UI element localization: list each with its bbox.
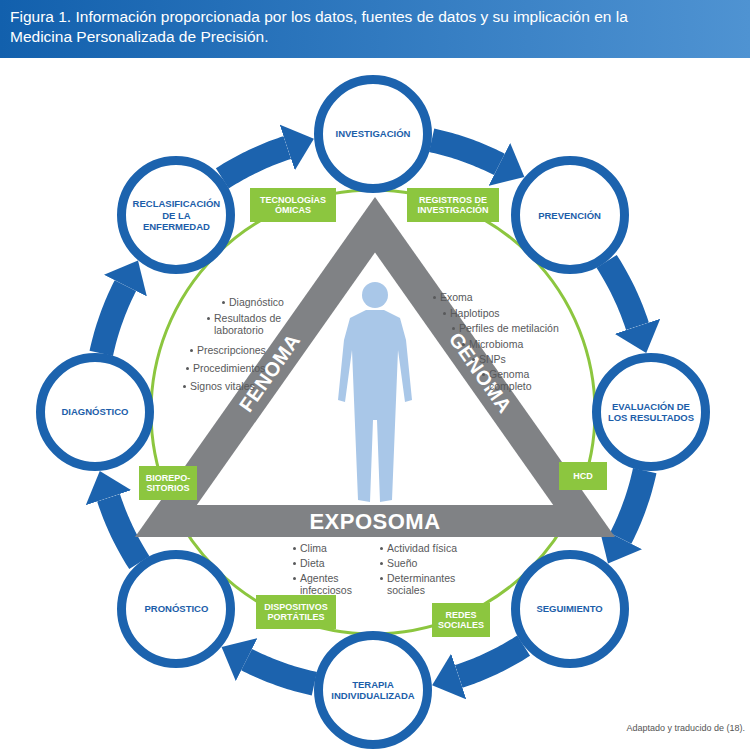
axis-label: EXPOSOMA [309,509,440,535]
source-box: BIOREPO- SITORIOS [139,466,197,500]
stage-circle: TERAPIA INDIVIDUALIZADA [314,631,432,749]
stage-circle: PREVENCIÓN [511,156,629,274]
stage-circle: PRONÓSTICO [117,550,235,668]
bullet-dot [443,312,446,315]
cycle-arrow [432,140,500,164]
stage-circle: DIAGNÓSTICO [36,353,154,471]
list-item: Genoma completo [489,368,549,392]
cycle-arrow [621,471,645,539]
node-text: PRONÓSTICO [144,603,208,615]
list-item: Haplotipos [450,307,500,319]
list-item: Diagnóstico [229,296,284,308]
bullet-dot [380,577,383,580]
bullet-dot [293,547,296,550]
node-text: INVESTIGACIÓN [336,128,411,140]
list-item: Sueño [387,557,417,569]
cycle-arrow [109,498,140,563]
bullet-dot [183,385,186,388]
bullet-dot [293,577,296,580]
bullet-dot [190,349,193,352]
bullet-dot [186,367,189,370]
node-text: BIOREPO- SITORIOS [141,473,195,494]
list-item: Agentes infecciosos [300,572,366,596]
node-text: DIAGNÓSTICO [61,406,128,418]
triangle-band [135,197,615,537]
node-text: HCD [573,471,593,482]
bullet-dot [452,327,455,330]
source-note: Adaptado y traducido de (18). [560,722,745,734]
node-text: TECNOLOGÍAS ÓMICAS [252,195,334,216]
stage-circle: SEGUIMIENTO [511,550,629,668]
bullet-dot [472,358,475,361]
bullet-dot [207,317,210,320]
stage-circle: EVALUACIÓN DE LOS RESULTADOS [592,353,710,471]
bullet-dot [380,547,383,550]
bullet-dot [222,301,225,304]
list-item: SNPs [479,353,506,365]
cycle-arrow [101,286,125,354]
list-item: Determinantes sociales [387,572,465,596]
list-item: Actividad física [387,542,457,554]
list-item: Exoma [440,291,473,303]
stage-circle: RECLASIFICACIÓN DE LA ENFERMEDAD [117,156,235,274]
bullet-dot [482,373,485,376]
list-item: Resultados de laboratorio [214,312,286,336]
cycle-arrow [459,646,524,677]
list-item: Procedimientos [193,362,265,374]
list-item: Clima [300,542,327,554]
list-item: Dieta [300,557,325,569]
source-box: REDES SOCIALES [432,603,490,637]
figure-title: Figura 1. Información proporcionada por … [0,0,750,58]
triangle-inner [197,253,553,506]
node-text: EVALUACIÓN DE LOS RESULTADOS [606,401,696,424]
source-box: DISPOSITIVOS PORTÁTILES [256,595,336,629]
source-box: HCD [559,462,607,490]
list-item: Signos vitales [190,380,255,392]
bullet-dot [380,562,383,565]
source-box: REGISTROS DE INVESTIGACIÓN [407,188,499,222]
node-text: REDES SOCIALES [434,610,488,631]
node-text: PREVENCIÓN [538,210,601,222]
cycle-arrow [247,660,315,684]
node-text: TERAPIA INDIVIDUALIZADA [328,679,418,702]
bullet-dot [462,343,465,346]
source-box: TECNOLOGÍAS ÓMICAS [250,188,336,222]
list-item: Perfiles de metilación [459,322,559,334]
bullet-dot [293,562,296,565]
cycle-arrow [222,148,287,179]
bullet-dot [433,296,436,299]
node-text: REGISTROS DE INVESTIGACIÓN [409,195,497,216]
node-text: RECLASIFICACIÓN DE LA ENFERMEDAD [131,198,221,233]
node-text: SEGUIMIENTO [536,603,602,615]
cycle-arrow [607,261,638,326]
node-text: DISPOSITIVOS PORTÁTILES [258,602,334,623]
list-item: Prescripciones [197,344,266,356]
stage-circle: INVESTIGACIÓN [314,75,432,193]
list-item: Microbioma [469,338,523,350]
